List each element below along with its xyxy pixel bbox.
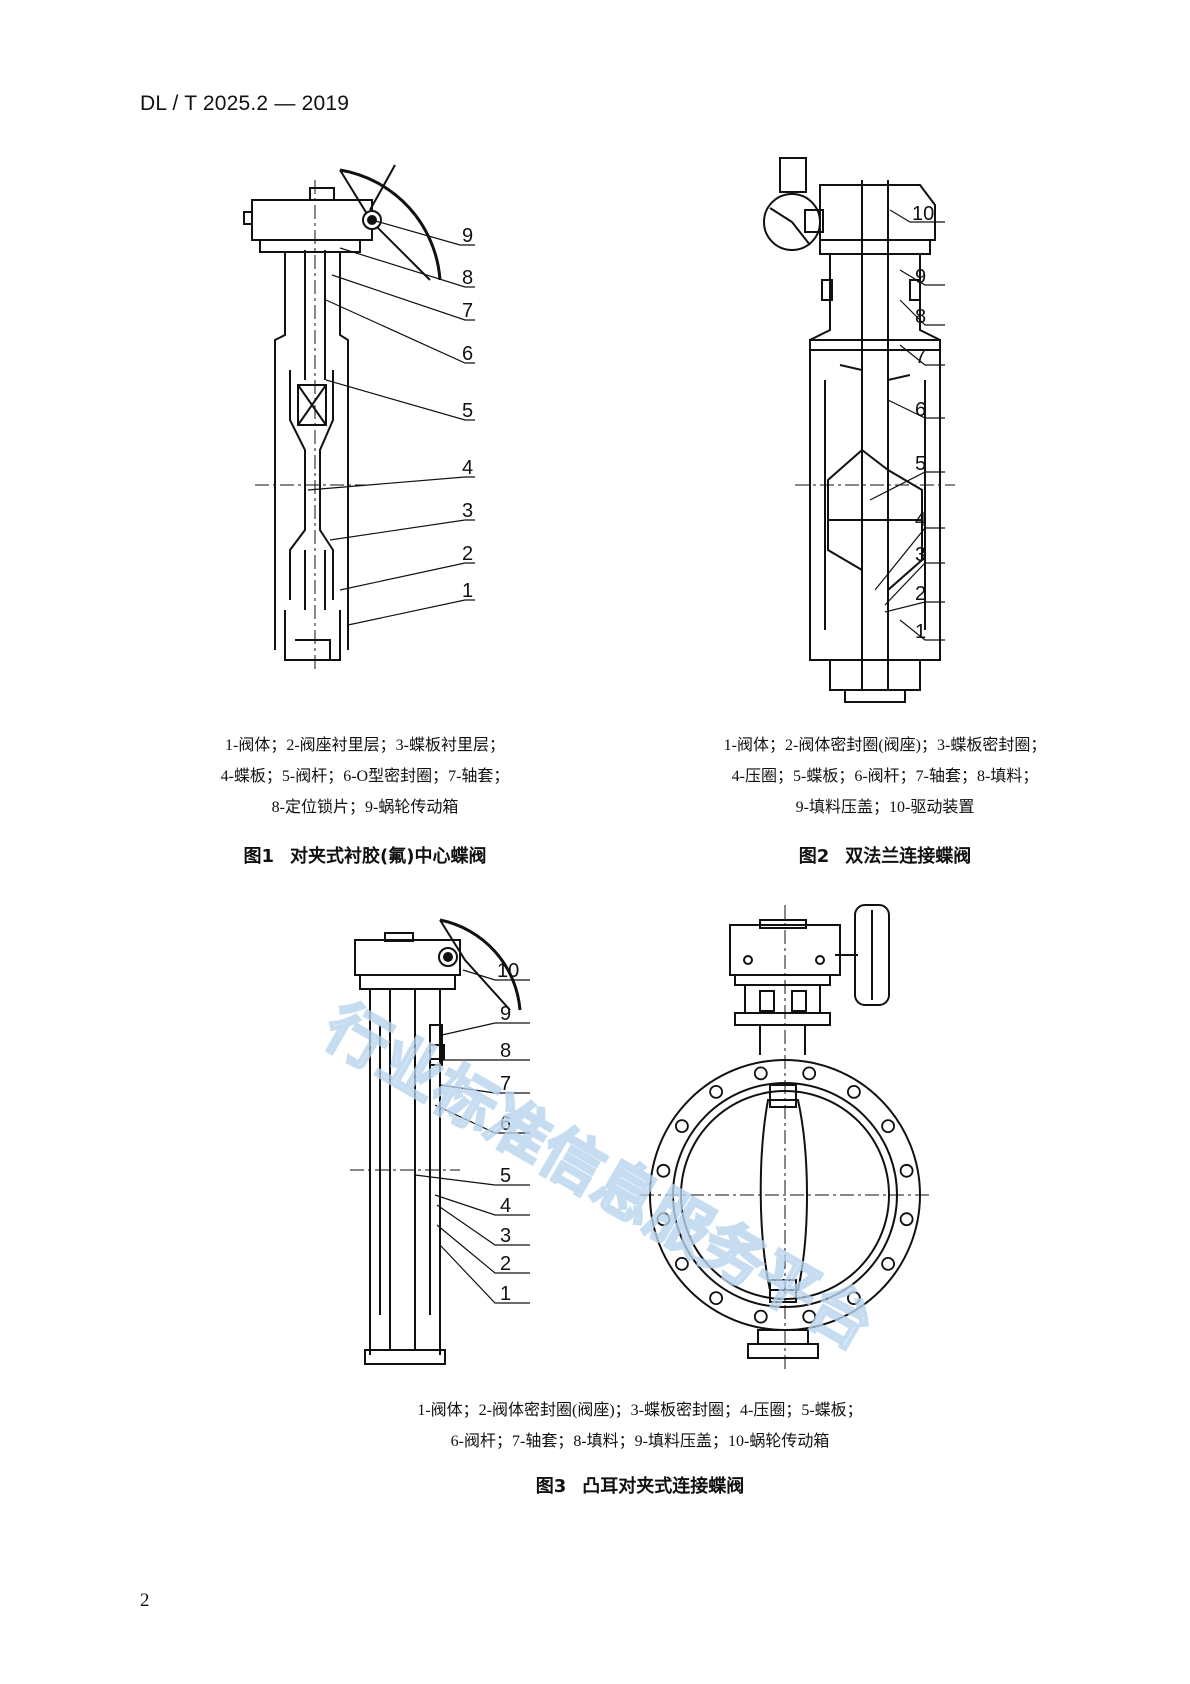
figure3-label: 6 [500,1113,511,1135]
figure2-parts-line: 9-填料压盖；10-驱动装置 [795,799,975,816]
figure3-parts-line: 1-阀体；2-阀体密封圈(阀座)；3-蝶板密封圈；4-压圈；5-蝶板； [417,1402,863,1419]
page-number: 2 [140,1590,150,1611]
bolt-hole [881,1256,896,1271]
bolt-hole [881,1119,896,1134]
figure1-label: 8 [462,267,473,289]
figure1-label: 6 [462,343,473,365]
figure3-label: 5 [500,1165,511,1187]
bolt-hole [899,1212,914,1227]
figure1-label: 7 [462,300,473,322]
figure1-label: 1 [462,580,473,602]
bolt-hole [753,1066,768,1081]
figure1-label: 9 [462,225,473,247]
figure2-parts-line: 1-阀体；2-阀体密封圈(阀座)；3-蝶板密封圈； [723,737,1047,754]
bolt-hole [656,1163,671,1178]
figure3-front-drawing [640,904,930,1370]
bolt-hole [899,1163,914,1178]
figure3-section-drawing: 10 9 8 7 6 5 4 3 2 1 [350,918,530,1365]
figure1-number: 图1 [243,846,275,867]
figure3-label: 1 [500,1283,511,1305]
bolt-hole [656,1212,671,1227]
figure3-caption: 图3 凸耳对夹式连接蝶阀 [300,1472,980,1498]
figure3-label: 3 [500,1225,511,1247]
figure3-label: 7 [500,1073,511,1095]
figure1-label: 4 [462,457,473,479]
bolt-hole [675,1256,689,1271]
figure2-label: 4 [915,509,926,531]
figure3-label: 10 [497,960,519,982]
figure2-label: 9 [915,266,926,288]
figure2-label: 1 [915,621,926,643]
figure2-label: 6 [915,399,926,421]
figure2-drawing: 10 9 8 7 6 5 4 3 2 1 [763,157,955,703]
figure1-title: 对夹式衬胶(氟)中心蝶阀 [290,846,487,867]
figure3-title: 凸耳对夹式连接蝶阀 [582,1476,745,1497]
figure1-parts-line: 8-定位锁片；9-蜗轮传动箱 [271,799,459,816]
bolt-hole [675,1119,689,1134]
figure2-label: 7 [915,346,926,368]
figure2-label: 2 [915,583,926,605]
figure2-caption: 图2 双法兰连接蝶阀 [660,842,1110,868]
figure2-parts-line: 4-压圈；5-蝶板；6-阀杆；7-轴套；8-填料； [731,768,1039,785]
figure2-label: 8 [915,306,926,328]
figure1-label: 2 [462,543,473,565]
figure3-label: 8 [500,1040,511,1062]
figure1-parts-line: 4-蝶板；5-阀杆；6-O型密封圈；7-轴套； [220,768,510,785]
figure2-title: 双法兰连接蝶阀 [845,846,972,867]
bolt-hole [709,1291,723,1306]
figure1-parts-line: 1-阀体；2-阀座衬里层；3-蝶板衬里层； [225,737,505,754]
figure3-number: 图3 [535,1476,567,1497]
figure3-label: 2 [500,1253,511,1275]
bolt-hole [802,1309,817,1324]
figure3-label: 4 [500,1195,511,1217]
bolt-hole [709,1084,723,1099]
figure3-label: 9 [500,1003,511,1025]
figure2-label: 10 [912,203,934,225]
figure1-caption: 图1 对夹式衬胶(氟)中心蝶阀 [150,842,580,868]
figure1-drawing: 9 8 7 6 5 4 3 2 1 [243,164,475,670]
figure2-label: 5 [915,453,926,475]
bolt-hole [846,1084,861,1099]
figure1-label: 3 [462,500,473,522]
figure1-label: 5 [462,400,473,422]
bolt-hole [753,1309,768,1324]
figure2-parts-list: 1-阀体；2-阀体密封圈(阀座)；3-蝶板密封圈； 4-压圈；5-蝶板；6-阀杆… [660,730,1110,823]
figure3-parts-list: 1-阀体；2-阀体密封圈(阀座)；3-蝶板密封圈；4-压圈；5-蝶板； 6-阀杆… [300,1395,980,1457]
figure1-parts-list: 1-阀体；2-阀座衬里层；3-蝶板衬里层； 4-蝶板；5-阀杆；6-O型密封圈；… [150,730,580,823]
bolt-hole [846,1291,861,1306]
bolt-hole [802,1066,817,1081]
figure3-parts-line: 6-阀杆；7-轴套；8-填料；9-填料压盖；10-蜗轮传动箱 [450,1433,830,1450]
figure2-label: 3 [915,544,926,566]
figure2-number: 图2 [798,846,830,867]
document-code: DL / T 2025.2 — 2019 [140,92,350,115]
